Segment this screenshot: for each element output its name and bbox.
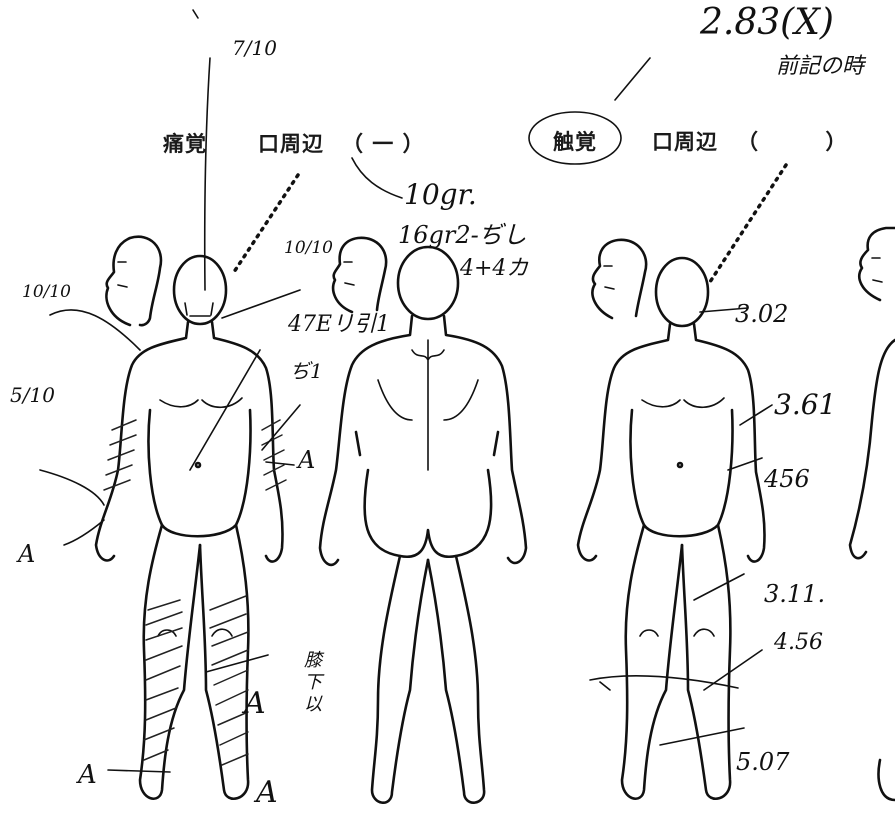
handwritten-top-value: 2.83(X) [700, 2, 834, 43]
annotation-lines [39, 9, 788, 773]
front-body-1 [94, 254, 284, 800]
handwritten-gram-line2: 16gr2-ぢし [398, 221, 527, 249]
pain-label: 痛覚 [163, 132, 207, 156]
handwritten-fraction-10-10-mid: 10/10 [284, 238, 333, 258]
pain-bracket: （ 一 ） [342, 132, 425, 156]
handwritten-mark-a3: A [244, 686, 266, 721]
handwritten-note-47: 47Eリ引1 [288, 312, 391, 337]
handwritten-fraction-10-10-left: 10/10 [22, 282, 71, 302]
hatch-shading [103, 419, 287, 766]
handwritten-mark-a4: A [78, 760, 97, 790]
handwritten-mark-a1: A [298, 446, 316, 474]
handwritten-value-311: 3.11. [764, 580, 826, 608]
touch-label: 触覚 [553, 130, 597, 154]
handwritten-fraction-5-10: 5/10 [10, 383, 55, 407]
front-body-2 [576, 256, 766, 800]
handwritten-value-361: 3.61 [774, 388, 837, 421]
head-profile-4 [858, 226, 895, 302]
handwritten-value-456a: 456 [764, 465, 810, 493]
handwritten-side-note: 膝 下 以 [304, 650, 322, 715]
handwritten-gram-line3: 4+4カ [460, 256, 529, 281]
handwritten-top-note: 前記の時 [776, 54, 865, 79]
handwritten-note-ti: ぢ1 [290, 359, 323, 383]
partial-body [848, 338, 895, 802]
back-body [318, 245, 528, 804]
handwritten-gram-line1: 10gr. [404, 178, 477, 211]
touch-bracket: （ ） [737, 130, 848, 154]
pain-area-label: 口周辺 [258, 132, 324, 156]
handwritten-mark-a5: A [256, 775, 278, 810]
handwritten-mark-a2: A [18, 540, 36, 568]
handwritten-fraction-7-10: 7/10 [232, 36, 277, 60]
touch-area-label: 口周辺 [652, 130, 718, 154]
handwritten-value-456b: 4.56 [774, 630, 823, 655]
head-profile-1 [105, 235, 163, 327]
head-profile-3 [591, 238, 648, 320]
handwritten-value-507: 5.07 [736, 748, 790, 776]
handwritten-value-302: 3.02 [735, 300, 789, 328]
head-profile-2 [331, 236, 388, 314]
